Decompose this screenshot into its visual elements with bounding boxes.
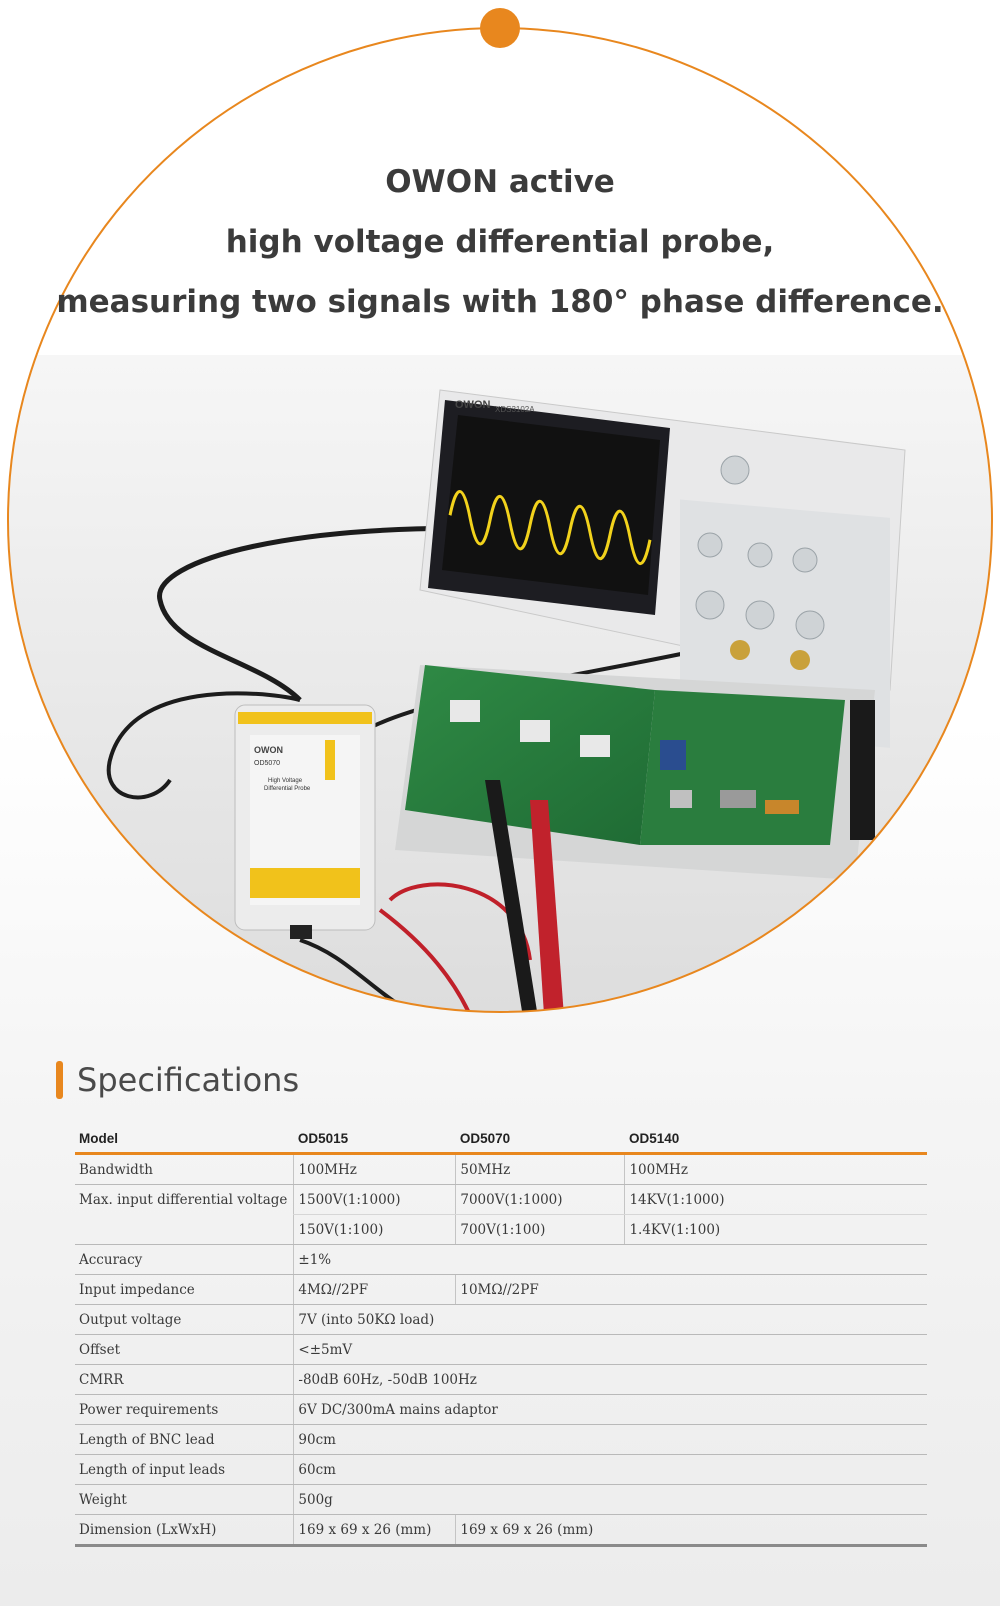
table-row: Power requirements 6V DC/300mA mains ada… <box>75 1394 927 1425</box>
row-label: Bandwidth <box>75 1153 294 1185</box>
cell-value: 10MΩ//2PF <box>455 1274 927 1305</box>
row-label: Power requirements <box>75 1394 294 1425</box>
cell-value: <±5mV <box>293 1334 927 1365</box>
cell-value: 60cm <box>293 1454 927 1485</box>
scope-model-label: XDS3102A <box>495 405 535 414</box>
table-row: Output voltage 7V (into 50KΩ load) <box>75 1304 927 1335</box>
probe-model-label: OD5070 <box>254 760 280 767</box>
cell-value: 4MΩ//2PF <box>293 1274 456 1305</box>
heading-accent-bar <box>56 1061 63 1099</box>
cell-value: 150V(1:100) <box>293 1214 456 1245</box>
cell-value: 14KV(1:1000) <box>624 1184 927 1215</box>
header-od5015: OD5015 <box>293 1125 456 1155</box>
cell-value: -80dB 60Hz, -50dB 100Hz <box>293 1364 927 1395</box>
table-row: Input impedance 4MΩ//2PF 10MΩ//2PF <box>75 1274 927 1305</box>
probe-brand-label: OWON <box>254 745 283 755</box>
row-label: Offset <box>75 1334 294 1365</box>
accent-dot <box>480 8 520 48</box>
circuit-board <box>395 665 875 880</box>
headline-line-2: high voltage differential probe, <box>225 224 775 260</box>
table-row: Length of input leads 60cm <box>75 1454 927 1485</box>
probe-name-line2: Differential Probe <box>264 786 311 792</box>
row-label: Accuracy <box>75 1244 294 1275</box>
cell-value: 7000V(1:1000) <box>455 1184 625 1215</box>
cell-value: 100MHz <box>293 1153 456 1185</box>
header-od5140: OD5140 <box>624 1125 927 1155</box>
cell-value: 7V (into 50KΩ load) <box>293 1304 927 1335</box>
table-row: CMRR -80dB 60Hz, -50dB 100Hz <box>75 1364 927 1395</box>
headline: OWON active high voltage differential pr… <box>0 152 1000 332</box>
cell-value: 100MHz <box>624 1153 927 1185</box>
hero-section: OWON XDS3102A <box>0 8 1000 1013</box>
specifications-table: Model OD5015 OD5070 OD5140 Bandwidth 100… <box>75 1125 927 1547</box>
row-label-empty <box>75 1214 294 1245</box>
probe-name-line1: High Voltage <box>268 778 303 784</box>
cell-value: 90cm <box>293 1424 927 1455</box>
specifications-title: Specifications <box>77 1061 300 1099</box>
cell-value: ±1% <box>293 1244 927 1275</box>
table-row: Weight 500g <box>75 1484 927 1515</box>
headline-line-3: measuring two signals with 180° phase di… <box>56 284 944 320</box>
cell-value: 500g <box>293 1484 927 1515</box>
differential-probe: OWON OD5070 High Voltage Differential Pr… <box>234 704 376 939</box>
cell-value: 6V DC/300mA mains adaptor <box>293 1394 927 1425</box>
table-row: Max. input differential voltage 1500V(1:… <box>75 1184 927 1215</box>
table-row: Accuracy ±1% <box>75 1244 927 1275</box>
table-header-row: Model OD5015 OD5070 OD5140 <box>75 1125 927 1155</box>
table-row: Length of BNC lead 90cm <box>75 1424 927 1455</box>
header-model: Model <box>75 1125 294 1155</box>
table-row: Dimension (LxWxH) 169 x 69 x 26 (mm) 169… <box>75 1514 927 1547</box>
headline-line-1: OWON active <box>385 164 615 200</box>
row-label: Dimension (LxWxH) <box>75 1514 294 1547</box>
cell-value: 1.4KV(1:100) <box>624 1214 927 1245</box>
table-row: Bandwidth 100MHz 50MHz 100MHz <box>75 1153 927 1185</box>
scope-brand-label: OWON <box>455 399 490 411</box>
cell-value: 169 x 69 x 26 (mm) <box>455 1514 927 1547</box>
row-label: CMRR <box>75 1364 294 1395</box>
table-row: 150V(1:100) 700V(1:100) 1.4KV(1:100) <box>75 1214 927 1245</box>
cell-value: 50MHz <box>455 1153 625 1185</box>
row-label: Weight <box>75 1484 294 1515</box>
row-label: Output voltage <box>75 1304 294 1335</box>
specifications-heading: Specifications <box>56 1060 299 1100</box>
header-od5070: OD5070 <box>455 1125 625 1155</box>
cell-value: 1500V(1:1000) <box>293 1184 456 1215</box>
cell-value: 700V(1:100) <box>455 1214 625 1245</box>
row-label: Max. input differential voltage <box>79 1191 288 1208</box>
table-row: Offset <±5mV <box>75 1334 927 1365</box>
cell-value: 169 x 69 x 26 (mm) <box>293 1514 456 1547</box>
product-photo: OWON XDS3102A <box>7 8 993 1013</box>
row-label: Length of input leads <box>75 1454 294 1485</box>
row-label: Input impedance <box>75 1274 294 1305</box>
row-label: Length of BNC lead <box>75 1424 294 1455</box>
